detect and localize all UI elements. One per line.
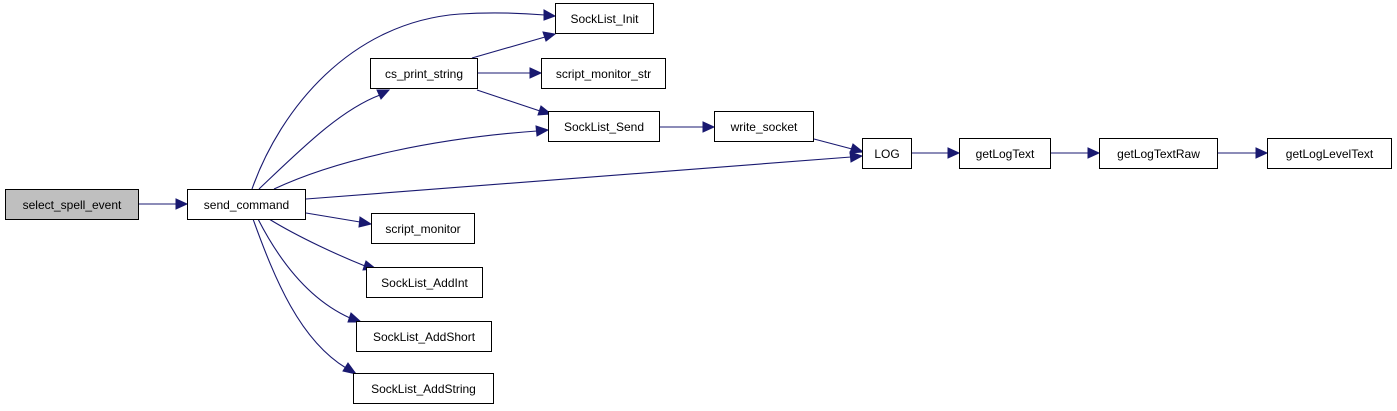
arrowhead: [376, 89, 391, 100]
node-SockList_AddShort[interactable]: SockList_AddShort: [356, 321, 492, 352]
edge-send_command-cs_print_string: [258, 94, 381, 190]
edge-send_command-SockList_AddString: [252, 218, 347, 369]
arrowhead: [543, 9, 557, 21]
node-send_command[interactable]: send_command: [187, 189, 306, 220]
edge-send_command-SockList_AddShort: [257, 218, 351, 319]
edge-send_command-LOG: [305, 156, 852, 200]
node-SockList_Send[interactable]: SockList_Send: [548, 111, 660, 142]
arrowhead: [358, 216, 373, 228]
node-LOG[interactable]: LOG: [862, 138, 912, 169]
arrowhead: [347, 312, 363, 323]
arrowhead: [702, 121, 716, 133]
edge-write_socket-LOG: [813, 138, 853, 150]
node-select_spell_event: select_spell_event: [5, 189, 139, 220]
node-SockList_Init[interactable]: SockList_Init: [555, 3, 654, 34]
edge-send_command-SockList_AddInt: [268, 218, 366, 267]
node-SockList_AddString[interactable]: SockList_AddString: [353, 373, 494, 404]
edge-send_command-SockList_Init: [251, 12, 546, 190]
edge-cs_print_string-SockList_Send: [476, 89, 541, 112]
node-cs_print_string[interactable]: cs_print_string: [370, 58, 478, 89]
edge-cs_print_string-SockList_Init: [471, 36, 546, 59]
arrowhead: [542, 31, 557, 42]
node-SockList_AddInt[interactable]: SockList_AddInt: [366, 267, 483, 298]
arrowhead: [849, 151, 864, 163]
node-getLogText[interactable]: getLogText: [959, 138, 1051, 169]
arrowhead: [175, 198, 189, 210]
edge-send_command-script_monitor: [305, 212, 361, 223]
arrowhead: [537, 105, 553, 116]
node-script_monitor[interactable]: script_monitor: [371, 213, 475, 244]
arrowhead: [342, 362, 358, 375]
edge-send_command-SockList_Send: [273, 130, 538, 190]
arrowhead: [529, 67, 543, 79]
arrowhead: [535, 125, 550, 137]
arrowhead: [849, 143, 865, 154]
arrowhead: [947, 147, 961, 159]
node-getLogTextRaw[interactable]: getLogTextRaw: [1099, 138, 1218, 169]
arrowhead: [1255, 147, 1269, 159]
arrowhead: [1087, 147, 1101, 159]
node-write_socket[interactable]: write_socket: [714, 111, 814, 142]
node-getLogLevelText[interactable]: getLogLevelText: [1267, 138, 1392, 169]
node-script_monitor_str[interactable]: script_monitor_str: [541, 58, 666, 89]
